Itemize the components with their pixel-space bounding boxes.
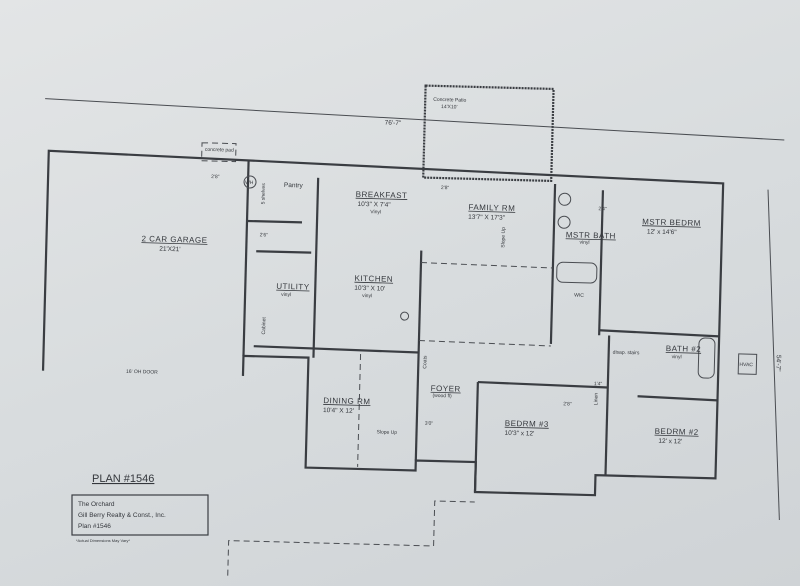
patio-size: 14'X10' [441,104,458,110]
hvac-box [737,353,758,375]
title-block [71,494,209,536]
door-label: 3'0" [425,421,434,427]
wh-label: WH [245,180,254,186]
kitchen-wall-bottom [253,345,419,354]
breakfast-label: BREAKFAST [356,190,408,200]
stove-burners [400,311,410,321]
title-line-1: The Orchard [78,501,115,508]
depth-dimension-line [767,189,780,521]
door-label: 2'8" [441,185,450,191]
mbr-label: MSTR BEDRM [642,217,701,228]
driveway-outline [227,500,475,576]
bed-wall [477,380,608,389]
kitchen-wall-right [414,250,423,461]
pantry-wall [246,219,303,224]
pad-label: concrete pad [205,147,234,154]
family-label: FAMILY RM [468,203,515,213]
sink-1 [558,192,572,206]
ceiling-line-2 [418,340,551,347]
coats-label: Coats [422,355,428,369]
cabinet-label: Cabinet [261,317,267,335]
door-label: 2'8" [211,174,220,180]
mbr-wall [598,190,605,336]
kitchen-label: KITCHEN [354,274,393,284]
kitchen-floor: vinyl [362,293,372,299]
bath2-wall [599,329,720,338]
dining-beam [357,353,362,467]
bath2-label: BATH #2 [666,344,702,354]
utility-floor: vinyl [281,292,291,298]
mbath-label: MSTR BATH [566,230,616,240]
bed2-wall [637,395,718,402]
tub-master [556,261,598,284]
mbath-floor: vinyl [579,240,589,246]
dining-slope: Slope Up [376,429,397,436]
breakfast-floor: Vinyl [370,209,381,215]
disap-stairs-label: disap. stairs [613,350,640,357]
bed3-size: 10'3" x 12' [504,430,534,438]
door-label: 2'4" [598,206,607,212]
tub-bath2 [697,337,716,379]
hvac-label: HVAC [739,362,753,368]
pantry-shelves: 5 shelves [260,183,267,205]
kitchen-size: 10'3" X 10' [354,285,385,293]
garage-label: 2 CAR GARAGE [141,234,207,245]
dining-label: DINING RM [323,396,370,406]
utility-label: UTILITY [276,282,310,292]
width-dimension-line [45,98,785,141]
door-label: 2'6" [260,232,269,238]
plan-title: PLAN #1546 [92,473,154,485]
title-line-2: Gill Berry Realty & Const., Inc. [78,512,166,519]
garage-door-label: 16' OH DOOR [126,369,158,376]
sink-2 [557,215,571,229]
bath2-floor: vinyl [672,354,682,360]
foyer-label: FOYER [431,384,461,394]
bed3-wall [473,382,479,493]
ceiling-line [420,262,553,269]
depth-dimension: 54'-7" [774,355,781,372]
patio-label: Concrete Patio [433,97,466,104]
mbr-size: 12' x 14'6" [647,228,678,236]
family-slope: Slope Up [500,227,507,248]
dimensions-note: *Actual Dimensions May Vary* [76,538,130,543]
foyer-floor: (wood fl) [432,393,452,400]
bed2-label: BEDRM #2 [655,427,699,437]
bed3-label: BEDRM #3 [505,419,549,429]
concrete-pad [201,142,237,163]
garage-wall [242,160,250,356]
breakfast-size: 10'3" X 7'4" [357,201,391,209]
title-line-3: Plan #1546 [78,523,111,530]
water-heater [243,175,257,189]
bath-wall [549,183,557,344]
door-label: 1'4" [594,381,603,387]
width-dimension: 76'-7" [385,120,402,127]
pantry-label: Pantry [284,182,304,190]
linen-label: Linen [593,393,599,406]
kitchen-wall-left [312,177,320,358]
garage-size: 21'X21' [159,246,180,254]
family-size: 13'7" X 17'3" [468,214,506,222]
utility-wall [256,250,312,254]
wic-label: WIC [574,293,584,299]
door-label: 2'8" [563,401,572,407]
bed2-size: 12' x 12' [658,438,682,446]
bed-wall-2 [604,335,611,476]
dining-size: 10'4" X 12' [323,407,354,415]
concrete-patio [422,84,555,183]
